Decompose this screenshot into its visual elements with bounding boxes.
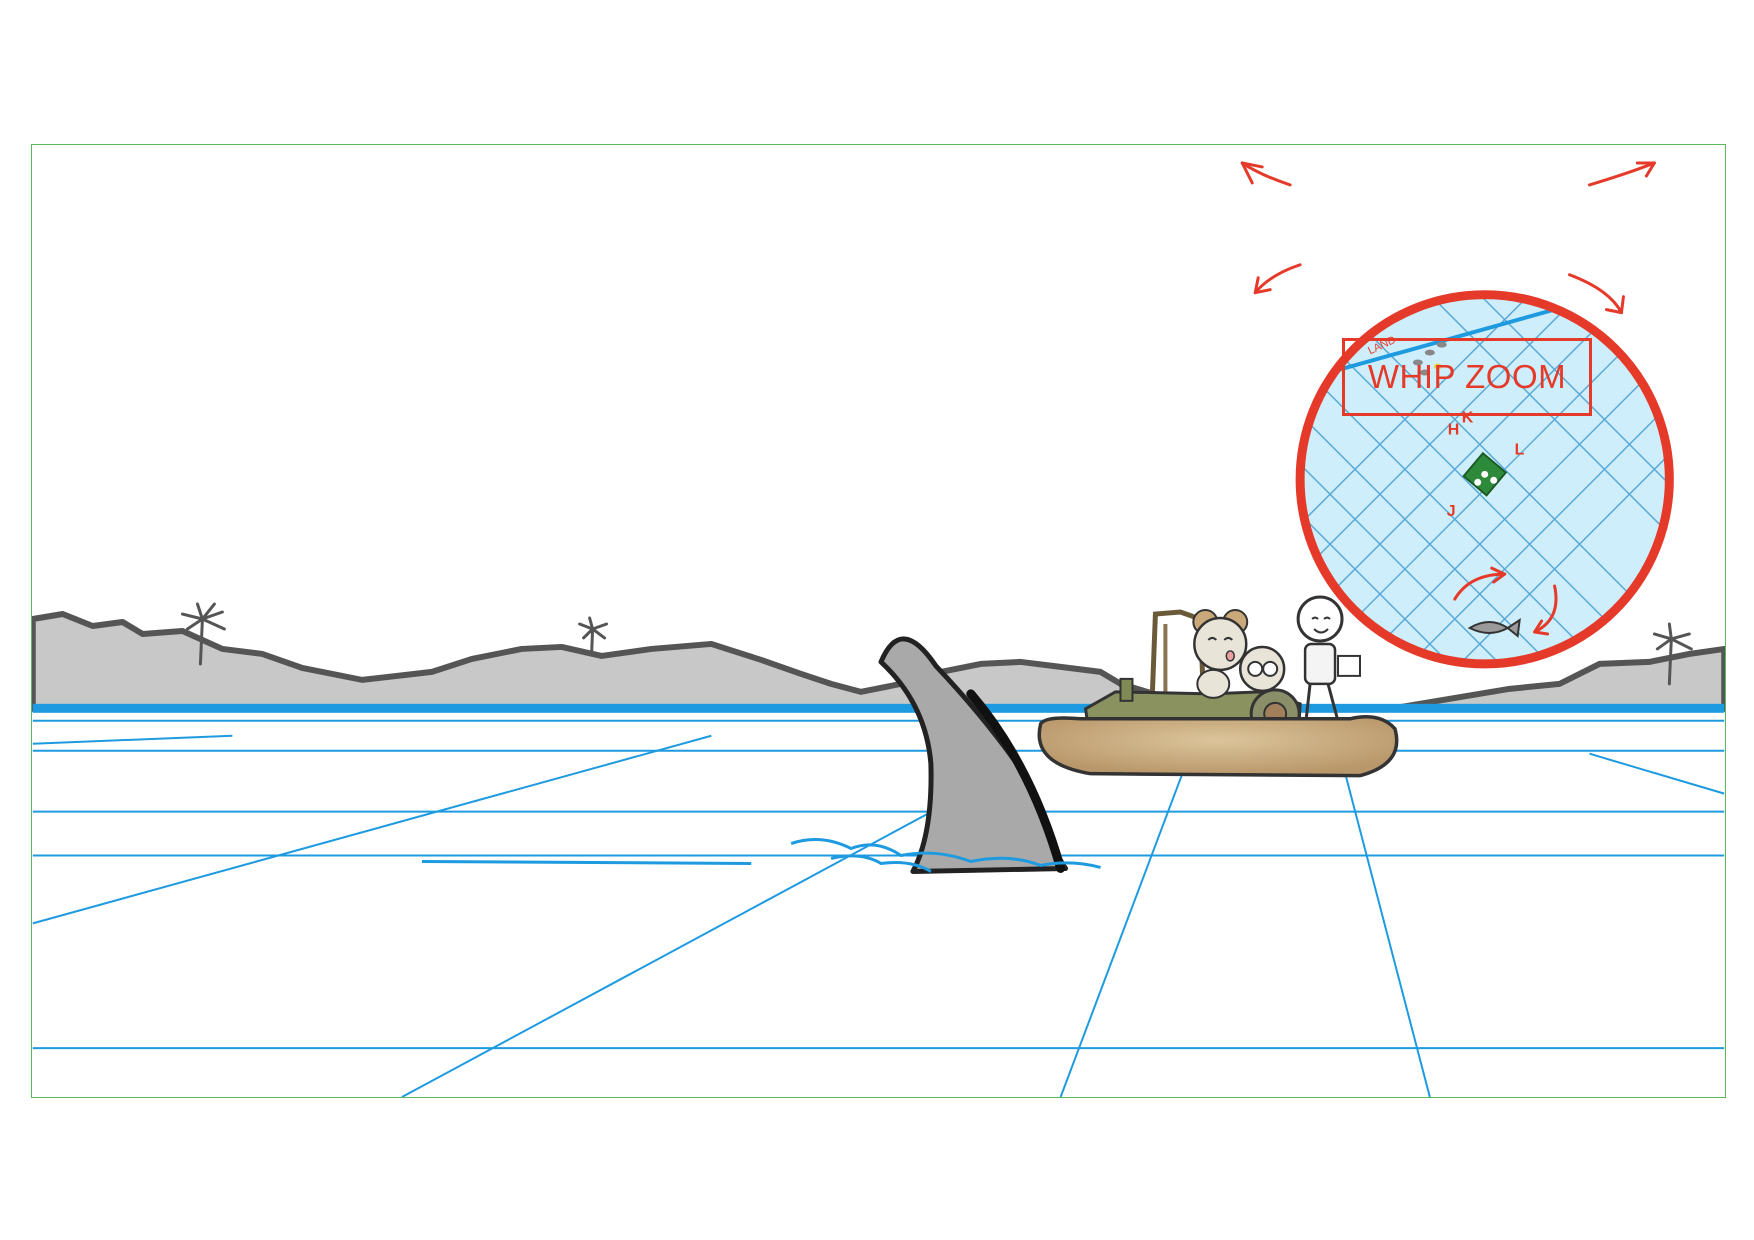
vehicle-marker-icon bbox=[1462, 451, 1508, 497]
map-marker-l: L bbox=[1515, 441, 1525, 458]
shark-fin bbox=[790, 636, 1101, 874]
footprints-icon bbox=[1412, 341, 1447, 376]
storyboard-panel: LAND H K J L bbox=[31, 144, 1726, 1098]
map-marker-j: J bbox=[1447, 503, 1456, 520]
raft-with-characters bbox=[1037, 595, 1399, 778]
fish-icon bbox=[1467, 617, 1521, 638]
water-grid bbox=[32, 719, 1725, 1097]
palm-tree-middle bbox=[578, 616, 609, 656]
scene-illustration: LAND H K J L bbox=[32, 161, 1725, 1097]
whip-zoom-arrows bbox=[1240, 161, 1656, 315]
bear-character bbox=[1192, 609, 1249, 699]
rotation-arrows-icon bbox=[1453, 566, 1558, 636]
inset-map: LAND H K J L bbox=[1295, 290, 1674, 669]
palm-tree-right bbox=[1652, 622, 1693, 686]
palm-tree-left bbox=[180, 602, 226, 666]
whip-zoom-label: WHIP ZOOM bbox=[1342, 338, 1592, 416]
map-marker-h: H bbox=[1448, 421, 1460, 438]
island-silhouette bbox=[32, 611, 1725, 713]
astronaut-character bbox=[1296, 595, 1361, 730]
